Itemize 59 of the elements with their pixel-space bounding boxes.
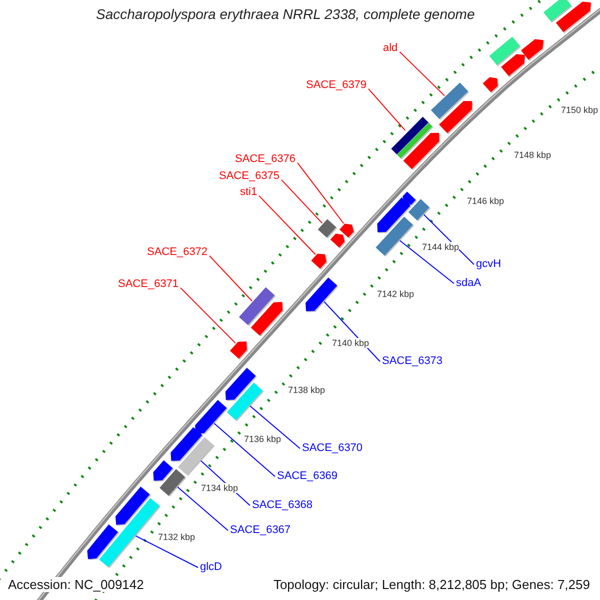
leader-line <box>177 486 228 531</box>
gene-label: SACE_6369 <box>277 470 338 483</box>
scale-label: 7132 kbp <box>158 532 196 542</box>
gene-block <box>556 2 592 34</box>
leader-line <box>281 179 323 224</box>
gene-block <box>311 254 328 270</box>
leader-line <box>180 287 236 344</box>
gene-block <box>318 219 338 239</box>
gene-label: sdaA <box>456 277 482 290</box>
gene-block <box>403 132 440 170</box>
leader-line <box>399 240 454 284</box>
scale-label: 7148 kbp <box>514 150 552 160</box>
footer-text: Accession: NC_009142 <box>6 577 146 592</box>
gene-label: SACE_6375 <box>219 170 280 183</box>
gene-block <box>482 77 499 94</box>
gene-label: SACE_6376 <box>235 153 296 166</box>
gene-block <box>225 368 257 401</box>
gene-block <box>195 400 228 435</box>
gene-block <box>520 39 544 61</box>
gene-label: glcD <box>200 561 222 574</box>
gene-block <box>306 278 338 312</box>
scale-label: 7138 kbp <box>288 385 326 395</box>
scale-label: 7144 kbp <box>422 242 460 252</box>
gene-block <box>250 302 284 337</box>
gene-block <box>115 486 151 526</box>
scale-label: 7146 kbp <box>467 196 504 206</box>
scale-label: 7140 kbp <box>332 338 370 348</box>
leader-line <box>135 535 198 568</box>
scale-label: 7150 kbp <box>561 105 598 115</box>
scale-label: 7136 kbp <box>244 434 282 444</box>
scale-label: 7134 kbp <box>201 483 238 493</box>
gene-label: SACE_6367 <box>230 524 291 537</box>
gene-block <box>439 100 474 134</box>
gene-label: SACE_6370 <box>302 442 363 455</box>
gene-block <box>330 234 346 249</box>
gene-label: SACE_6372 <box>147 246 208 259</box>
leader-line <box>423 214 474 265</box>
gene-label: gcvH <box>476 258 502 271</box>
leader-line <box>214 422 276 477</box>
gene-block <box>87 524 120 560</box>
gene-block <box>230 341 248 360</box>
leader-line <box>297 162 344 224</box>
scale-label: 7142 kbp <box>377 289 414 299</box>
gene-label: SACE_6379 <box>306 79 367 92</box>
gene-label: ald <box>383 42 398 55</box>
map-title: Saccharopolyspora erythraea NRRL 2338, complete genome <box>96 6 475 22</box>
gene-label: sti1 <box>240 186 258 199</box>
leader-line <box>258 195 316 255</box>
leader-line <box>399 51 445 96</box>
gene-block <box>170 427 204 462</box>
leader-line <box>368 88 406 131</box>
leader-line <box>250 406 300 449</box>
footer-text: Topology: circular; Length: 8,212,805 bp; Genes: 7,259 <box>271 577 592 592</box>
leader-line <box>209 255 252 302</box>
gene-label: SACE_6368 <box>252 499 313 512</box>
gene-label: SACE_6371 <box>118 278 179 291</box>
gene-label: SACE_6373 <box>382 355 443 368</box>
gene-block <box>153 460 174 482</box>
gene-block <box>501 54 526 78</box>
